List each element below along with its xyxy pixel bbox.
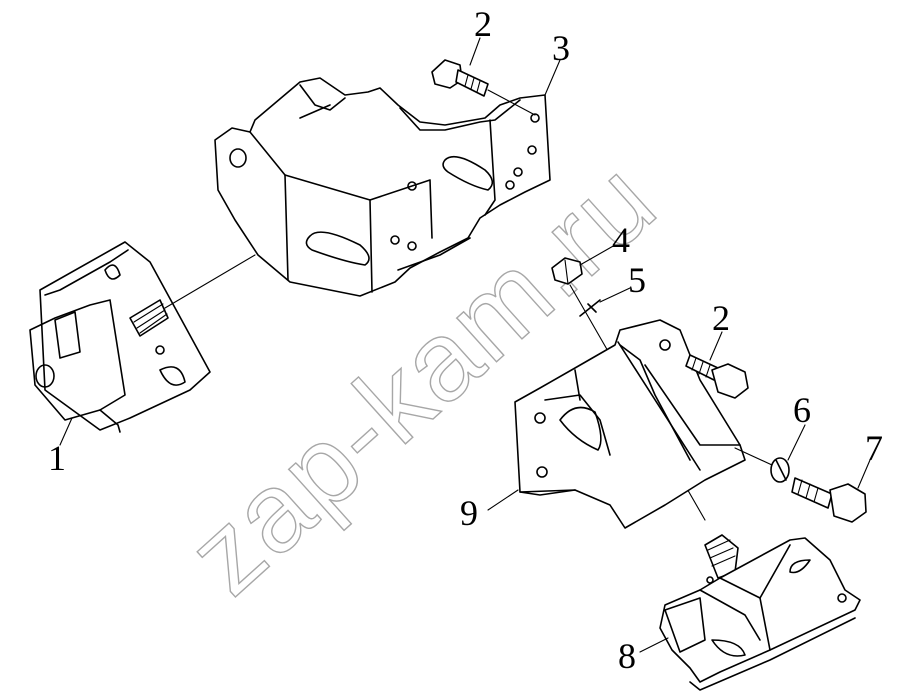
- nut-4: [551, 257, 583, 285]
- callout-6: 6: [793, 390, 811, 430]
- leader-3: [544, 59, 561, 96]
- callout-5: 5: [628, 260, 646, 300]
- callout-3: 3: [552, 28, 570, 68]
- leader-9: [487, 489, 519, 511]
- callout-4: 4: [612, 220, 630, 260]
- part-1-rubber-mount: [29, 241, 211, 433]
- callout-2-top: 2: [474, 4, 492, 44]
- part-9-lower-bracket: [514, 319, 746, 529]
- callout-8: 8: [618, 636, 636, 676]
- leader-5: [599, 287, 631, 303]
- leader-8: [639, 637, 669, 653]
- part-3-main-bracket: [214, 77, 551, 297]
- callout-2-right: 2: [712, 298, 730, 338]
- axis-line-6: [734, 447, 773, 466]
- pin-5: [579, 299, 601, 317]
- leader-7: [857, 459, 871, 489]
- callout-1: 1: [48, 438, 66, 478]
- leader-2a: [469, 37, 481, 66]
- leader-2b: [709, 331, 723, 361]
- washer-6: [770, 457, 790, 483]
- callout-9: 9: [460, 493, 478, 533]
- bolt-7: [791, 477, 867, 523]
- callout-7: 7: [865, 428, 883, 468]
- bolt-2-right: [685, 354, 749, 399]
- leader-6: [787, 424, 806, 461]
- axis-line-1: [164, 254, 256, 309]
- bolt-2-top: [431, 59, 536, 116]
- leader-4: [579, 244, 616, 266]
- leader-1: [59, 417, 73, 446]
- part-8-rubber-mount: [659, 534, 861, 691]
